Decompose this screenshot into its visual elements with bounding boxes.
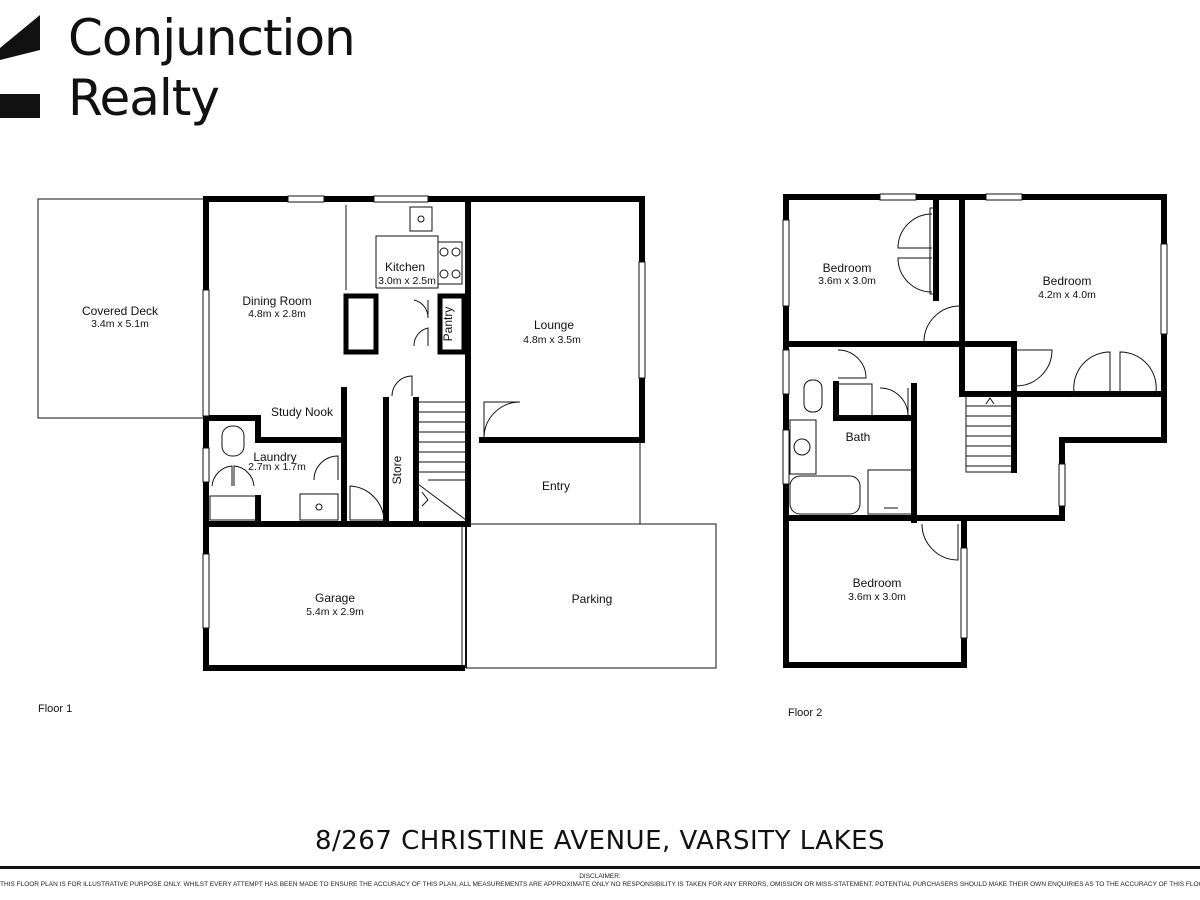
room-dining-name: Dining Room [242,294,311,308]
room-covered-deck-name: Covered Deck [82,304,159,318]
room-bedroom-1-name: Bedroom [823,261,872,275]
room-bedroom-2-dims: 4.2m x 4.0m [1038,289,1096,301]
room-parking-name: Parking [572,592,613,606]
room-covered-deck-dims: 3.4m x 5.1m [91,318,149,330]
room-garage-name: Garage [315,591,355,605]
footer-divider [0,866,1200,869]
room-study-name: Study Nook [271,405,334,419]
room-kitchen-name: Kitchen [385,260,425,274]
room-entry-name: Entry [542,479,570,493]
floor-1-label: Floor 1 [38,703,73,715]
room-bedroom-2-name: Bedroom [1043,274,1092,288]
room-store-name: Store [390,455,404,484]
room-pantry-name: Pantry [441,307,455,342]
property-address: 8/267 CHRISTINE AVENUE, VARSITY LAKES [314,826,886,856]
room-dining-dims: 4.8m x 2.8m [248,308,306,320]
room-bedroom-3-dims: 3.6m x 3.0m [848,591,906,603]
floor-2-plan [782,193,1168,668]
brand-logo-icon [0,15,40,118]
room-bedroom-3-name: Bedroom [853,576,902,590]
floor-2-label: Floor 2 [788,707,823,719]
disclaimer-text: THIS FLOOR PLAN IS FOR ILLUSTRATIVE PURP… [0,881,1200,888]
room-garage-dims: 5.4m x 2.9m [306,606,364,618]
brand-name: Conjunction Realty [68,8,356,128]
room-bath-name: Bath [846,430,871,444]
disclaimer-title: DISCLAIMER: [579,873,621,880]
room-laundry-dims: 2.7m x 1.7m [248,461,306,473]
room-laundry-name: Laundry [253,450,296,464]
room-kitchen-dims: 3.0m x 2.5m [378,275,436,287]
room-lounge-dims: 4.8m x 3.5m [523,334,581,346]
room-lounge-name: Lounge [534,318,574,332]
brand-line-2: Realty [68,69,220,127]
room-bedroom-1-dims: 3.6m x 3.0m [818,275,876,287]
floor-1-plan [37,195,717,671]
brand-line-1: Conjunction [68,9,356,67]
